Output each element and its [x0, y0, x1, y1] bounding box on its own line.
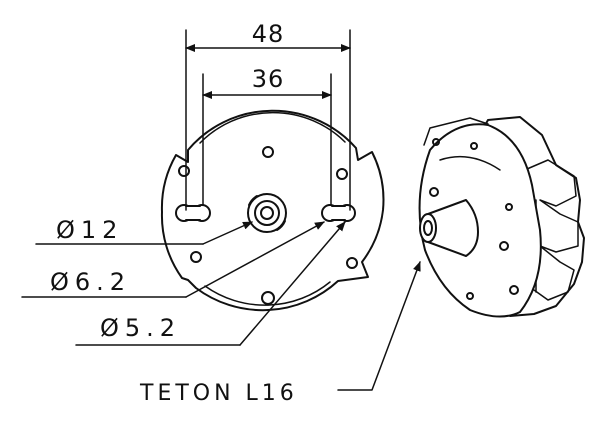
iso-flange-face: [418, 123, 542, 318]
iso-hole-3: [429, 187, 439, 197]
mount-hole-left-upper: [178, 165, 190, 177]
center-hub-ring: [254, 200, 280, 226]
callout-dia-5-2: Ø5.2: [75, 221, 346, 346]
mount-hole-right-upper: [336, 168, 348, 180]
front-view: [160, 109, 385, 312]
iso-hole-2: [470, 142, 478, 150]
iso-hole-5: [499, 241, 509, 251]
center-hub-bore: [260, 206, 274, 220]
callout-dia-5-2-label: Ø5.2: [100, 314, 181, 342]
iso-hole-6: [509, 285, 519, 295]
dimension-36: 36: [202, 65, 332, 206]
dimension-36-label: 36: [252, 65, 285, 93]
mount-hole-right-lower: [346, 257, 358, 269]
slot-hole-left: [175, 204, 211, 222]
iso-shaft-end: [419, 213, 437, 243]
iso-shaft: [427, 199, 479, 257]
mount-hole-top: [262, 146, 274, 158]
callout-dia-6-2-label: Ø6.2: [50, 268, 131, 296]
iso-hole-1: [432, 138, 440, 146]
part-label: TETON L16: [139, 381, 298, 406]
dimension-48: 48: [185, 20, 351, 211]
dimension-48-label: 48: [252, 20, 285, 48]
gear-teeth: [519, 159, 579, 301]
callout-part-label: TETON L16: [139, 261, 421, 406]
mount-hole-bottom: [261, 291, 275, 305]
isometric-view: [418, 116, 585, 318]
slot-hole-right: [321, 204, 356, 222]
iso-hole-7: [466, 292, 474, 300]
callout-dia-12-label: Ø12: [56, 216, 123, 244]
iso-hole-4: [505, 203, 513, 211]
flange-outline: [160, 109, 385, 312]
callout-dia-12: Ø12: [35, 216, 253, 245]
center-hub-outer: [247, 193, 287, 233]
callout-dia-6-2: Ø6.2: [21, 221, 325, 298]
flange-inner-edge: [199, 111, 346, 144]
mount-hole-left-lower: [190, 251, 202, 263]
